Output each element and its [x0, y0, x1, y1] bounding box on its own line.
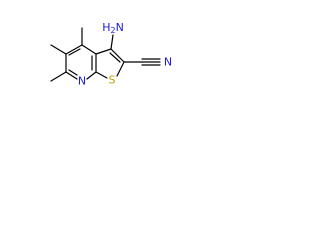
bond-c2-c3 — [110, 48, 125, 63]
bond-c7a-s — [95, 71, 108, 79]
amine-label: H2N — [102, 21, 124, 35]
bond-c4-c5-inner — [68, 48, 81, 56]
bond-c6-n7 — [65, 71, 78, 80]
amine-n: N — [116, 21, 124, 34]
bonds — [50, 27, 161, 82]
bond-s-c2 — [116, 61, 125, 77]
bond-c3a-c4 — [81, 44, 97, 55]
bond-c3-nh2 — [110, 34, 114, 50]
bond-c2-c3-inner — [109, 52, 121, 63]
nitrile-nitrogen-label: N — [164, 56, 172, 69]
bond-c6-methyl — [50, 71, 67, 82]
bond-c5-methyl — [50, 44, 67, 55]
atom-labels: H2N N S N — [78, 21, 172, 88]
chemical-structure-diagram: H2N N S N — [50, 21, 172, 88]
bond-c6-n7-inner — [68, 69, 78, 76]
bond-n7-c7a — [86, 71, 97, 80]
amine-subscript: 2 — [110, 26, 115, 35]
ring-sulfur-label: S — [109, 74, 116, 87]
amine-h: H — [102, 21, 110, 34]
bond-c3-c3a — [95, 48, 112, 55]
bond-c4-c5 — [65, 44, 83, 55]
ring-nitrogen-label: N — [78, 75, 86, 88]
